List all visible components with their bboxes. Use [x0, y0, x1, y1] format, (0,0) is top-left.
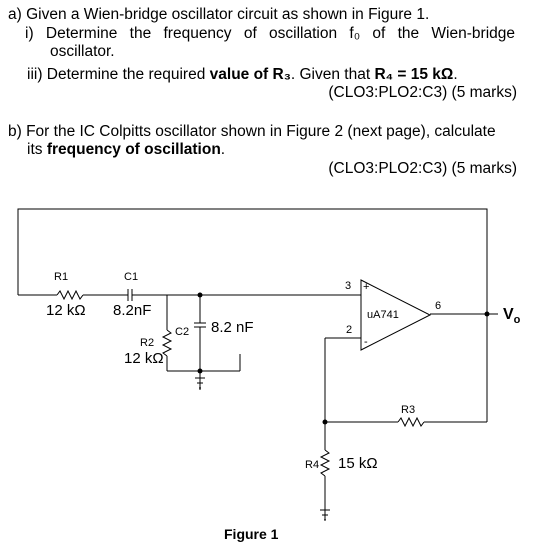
r4-resistor-symbol: [319, 449, 331, 477]
question-a-intro: a) Given a Wien-bridge oscillator circui…: [8, 6, 430, 23]
feedback-wire: [17, 208, 488, 314]
r1-resistor-symbol: [56, 289, 84, 301]
pin2-label: 2: [346, 324, 352, 336]
question-b-line2-end: .: [220, 141, 226, 158]
junction-dot-output: [484, 311, 490, 317]
part-iii-mid: . Given that: [290, 66, 375, 83]
part-iii-bold-value: value of R₃: [209, 66, 291, 83]
r2-resistor-symbol: [161, 329, 173, 357]
r2-value: 12 kΩ: [124, 350, 164, 367]
part-iii-prefix: iii) Determine the required: [27, 66, 210, 83]
c2-label: C2: [175, 326, 189, 338]
part-iii-end: .: [453, 66, 458, 83]
question-b-line2-prefix: its: [27, 141, 47, 158]
question-a-part-i-line1: i) Determine the frequency of oscillatio…: [25, 25, 515, 42]
question-a-part-iii: iii) Determine the required value of R₃.…: [27, 66, 458, 84]
question-b-line1: b) For the IC Colpitts oscillator shown …: [8, 123, 496, 140]
junction-dot-r4: [322, 419, 328, 425]
question-b-bold: frequency of oscillation: [46, 141, 221, 158]
r4-label: R4: [305, 459, 319, 471]
question-b-line2: its frequency of oscillation.: [27, 141, 225, 159]
r3-resistor-symbol: [397, 416, 425, 428]
minus-sign: -: [364, 336, 368, 348]
r2-label: R2: [140, 337, 154, 349]
question-b-marks: (CLO3:PLO2:C3) (5 marks): [328, 160, 517, 177]
junction-dot-c2: [197, 292, 203, 298]
c1-label: C1: [124, 271, 138, 283]
opamp-label: uA741: [367, 309, 399, 321]
question-a-marks: (CLO3:PLO2:C3) (5 marks): [328, 84, 517, 101]
junction-dot-ground: [197, 368, 203, 374]
pin3-label: 3: [345, 280, 351, 292]
pin6-label: 6: [435, 300, 441, 312]
output-label: Vo: [503, 306, 521, 326]
opamp-triangle: [360, 279, 432, 351]
r4-value: 15 kΩ: [338, 455, 378, 472]
c2-value: 8.2 nF: [211, 319, 254, 336]
c1-value: 8.2nF: [113, 302, 151, 319]
part-iii-bold-r4: R₄ = 15 kΩ: [374, 66, 454, 83]
figure-caption: Figure 1: [224, 526, 279, 542]
r3-label: R3: [401, 404, 415, 416]
r1-label: R1: [54, 271, 68, 283]
question-a-part-i-line2: oscillator.: [50, 43, 115, 60]
r1-value: 12 kΩ: [46, 302, 86, 319]
plus-sign: +: [363, 281, 369, 293]
